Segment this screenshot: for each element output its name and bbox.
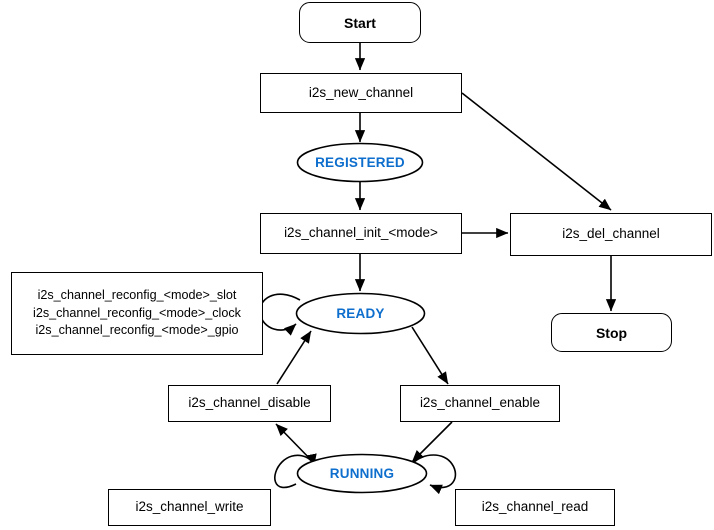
action-i2s-channel-read[interactable]: i2s_channel_read — [455, 489, 615, 526]
terminal-start-label: Start — [344, 14, 376, 31]
action-i2s-channel-write[interactable]: i2s_channel_write — [108, 489, 271, 526]
edge-new-channel-to-del-channel — [461, 92, 612, 211]
terminal-stop-label: Stop — [595, 324, 628, 341]
edge-channel-disable-to-ready — [276, 330, 312, 385]
action-i2s-channel-enable[interactable]: i2s_channel_enable — [400, 385, 560, 422]
terminal-stop[interactable]: Stop — [551, 313, 672, 352]
edge-ready-self-loop — [259, 293, 301, 336]
action-i2s-channel-read-label: i2s_channel_read — [481, 499, 589, 515]
state-registered-shape — [296, 142, 424, 183]
action-i2s-channel-disable[interactable]: i2s_channel_disable — [168, 385, 331, 422]
action-i2s-del-channel-label: i2s_del_channel — [562, 226, 660, 242]
action-i2s-del-channel[interactable]: i2s_del_channel — [510, 213, 712, 256]
action-i2s-channel-write-label: i2s_channel_write — [135, 499, 244, 515]
reconfig-line-gpio: i2s_channel_reconfig_<mode>_gpio — [35, 323, 239, 338]
terminal-start[interactable]: Start — [299, 2, 421, 43]
action-i2s-channel-init-label: i2s_channel_init_<mode> — [284, 225, 438, 241]
action-i2s-new-channel-label: i2s_new_channel — [308, 84, 414, 100]
action-i2s-channel-disable-label: i2s_channel_disable — [188, 395, 311, 411]
action-i2s-new-channel[interactable]: i2s_new_channel — [260, 73, 462, 113]
edge-ready-to-channel-enable — [411, 326, 449, 385]
state-ready-shape — [295, 292, 426, 335]
action-i2s-channel-init[interactable]: i2s_channel_init_<mode> — [260, 213, 462, 254]
reconfig-line-slot: i2s_channel_reconfig_<mode>_slot — [37, 287, 237, 302]
action-i2s-channel-enable-label: i2s_channel_enable — [419, 395, 541, 411]
state-running-shape — [296, 453, 428, 494]
reconfig-line-clock: i2s_channel_reconfig_<mode>_clock — [33, 305, 241, 320]
action-i2s-channel-reconfig[interactable]: i2s_channel_reconfig_<mode>_slot i2s_cha… — [11, 272, 263, 355]
